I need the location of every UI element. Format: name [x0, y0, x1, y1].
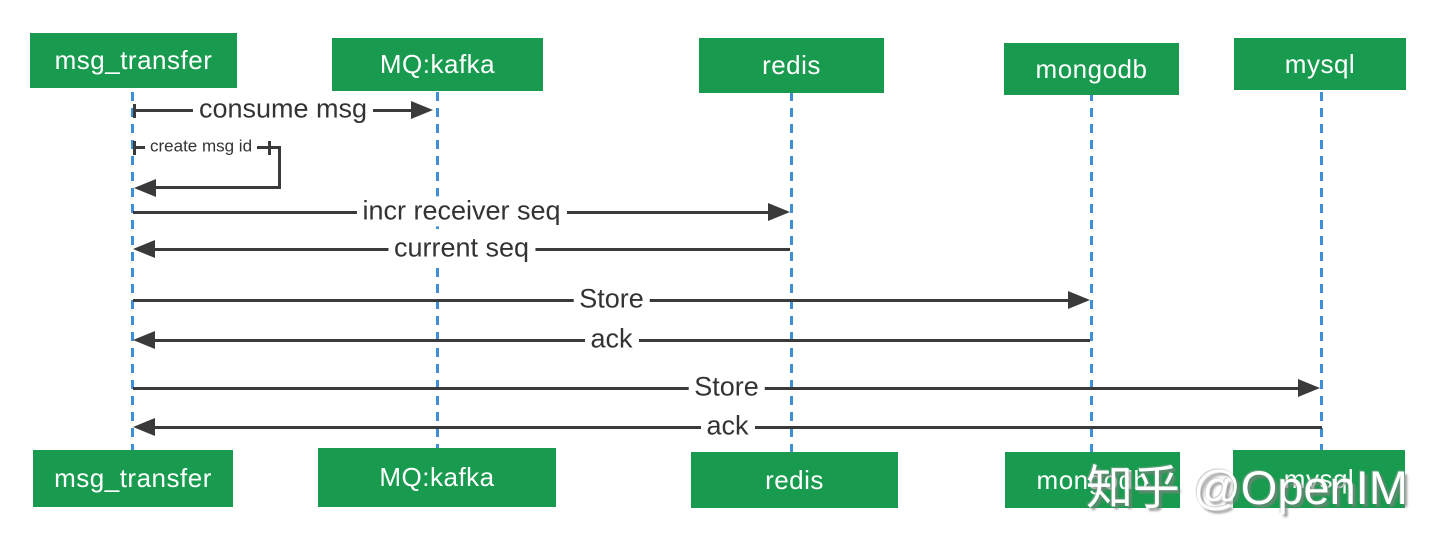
message-incr-receiver-seq: incr receiver seq	[133, 196, 790, 227]
lifeline-mysql	[1320, 60, 1323, 480]
actor-label: msg_transfer	[54, 463, 212, 493]
message-label: incr receiver seq	[356, 196, 567, 227]
message-ack-mongodb: ack	[133, 324, 1090, 355]
message-label: Store	[573, 284, 650, 315]
actor-label: mysql	[1283, 463, 1355, 494]
arrowhead-left-icon	[133, 418, 155, 436]
message-label: ack	[700, 411, 755, 442]
arrowhead-left-icon	[133, 331, 155, 349]
actor-label: MQ:kafka	[379, 462, 495, 492]
actor-top-redis: redis	[699, 38, 884, 93]
message-label: consume msg	[192, 94, 374, 125]
lifeline-redis	[790, 60, 793, 480]
actor-label: MQ:kafka	[379, 49, 496, 79]
loop-right-line	[278, 146, 281, 189]
arrowhead-left-icon	[134, 179, 156, 197]
actor-label: redis	[765, 464, 824, 495]
actor-label: mysql	[1284, 48, 1356, 79]
actor-bottom-mongodb: mongodb	[1005, 452, 1180, 508]
actor-label: mongodb	[1035, 53, 1148, 84]
lifeline-mq-kafka	[436, 60, 439, 480]
message-store-mysql: Store	[133, 372, 1320, 403]
message-consume-msg: consume msg	[133, 94, 433, 125]
message-ack-mysql: ack	[133, 411, 1322, 442]
actor-bottom-mysql: mysql	[1233, 450, 1405, 508]
actor-label: redis	[762, 50, 821, 80]
message-current-seq: current seq	[133, 233, 790, 264]
actor-bottom-mq-kafka: MQ:kafka	[318, 448, 556, 507]
actor-top-mysql: mysql	[1234, 38, 1406, 90]
arrowhead-right-icon	[1298, 379, 1320, 397]
arrowhead-right-icon	[411, 101, 433, 119]
actor-top-mongodb: mongodb	[1004, 43, 1179, 95]
message-label: create msg id	[145, 136, 258, 157]
zhihu-openim-watermark: 知乎 @OpenIM	[1086, 461, 1408, 514]
message-create-msg-id: create msg id	[133, 136, 281, 197]
actor-bottom-redis: redis	[691, 452, 898, 508]
arrowhead-right-icon	[1068, 291, 1090, 309]
arrowhead-right-icon	[768, 203, 790, 221]
actor-top-mq-kafka: MQ:kafka	[332, 38, 543, 91]
actor-label: mongodb	[1036, 464, 1149, 495]
loop-end-tick	[268, 141, 271, 155]
arrowhead-left-icon	[133, 240, 155, 258]
actor-bottom-msg-transfer: msg_transfer	[33, 450, 233, 507]
loop-bottom-line	[151, 186, 281, 189]
lifeline-msg-transfer	[131, 60, 134, 480]
message-label: current seq	[387, 233, 536, 264]
message-label: ack	[584, 324, 639, 355]
message-label: Store	[688, 372, 765, 403]
message-store-mongodb: Store	[133, 284, 1090, 315]
lifeline-mongodb	[1090, 60, 1093, 480]
actor-top-msg-transfer: msg_transfer	[30, 33, 237, 88]
actor-label: msg_transfer	[54, 45, 213, 75]
